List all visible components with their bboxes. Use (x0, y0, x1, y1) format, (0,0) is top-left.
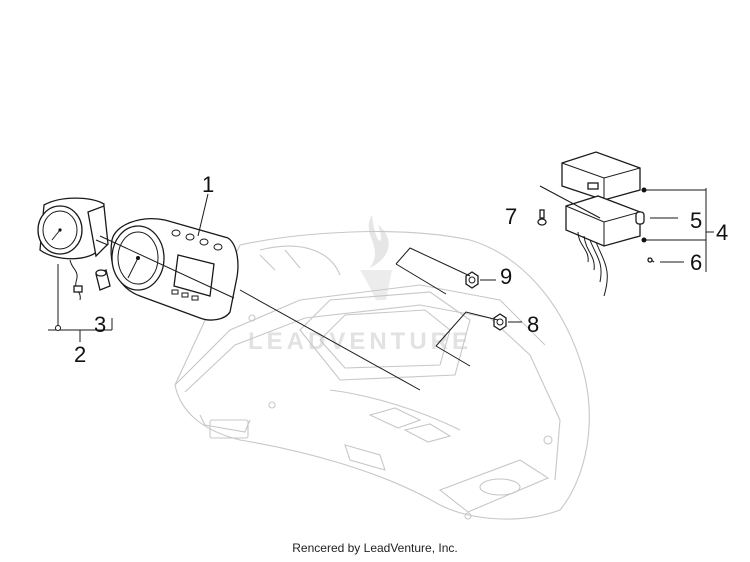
watermark-text: LEADVENTURE (248, 328, 472, 355)
bulb-part (95, 269, 111, 291)
dashboard-housing-ghost (174, 231, 590, 520)
callout-9: 9 (500, 264, 512, 289)
control-unit-assembly (539, 151, 641, 297)
instrument-cluster-small (37, 197, 109, 301)
screw-part-small (537, 209, 547, 226)
watermark-logo: LEADVENTURE (248, 215, 472, 355)
callout-1: 1 (202, 172, 214, 197)
instrument-cluster-main (95, 218, 239, 321)
callout-4: 4 (716, 220, 728, 245)
screw-part (647, 257, 655, 263)
callout-5: 5 (690, 208, 702, 233)
callout-leaders (48, 187, 714, 342)
fuse-part (635, 211, 645, 225)
callout-8: 8 (527, 312, 539, 337)
callout-6: 6 (690, 250, 702, 275)
callout-7: 7 (505, 204, 517, 229)
footer-credit: Rencered by LeadVenture, Inc. (292, 541, 458, 555)
grommet-parts (99, 235, 507, 391)
callout-2: 2 (74, 342, 86, 367)
callout-3: 3 (94, 312, 106, 337)
